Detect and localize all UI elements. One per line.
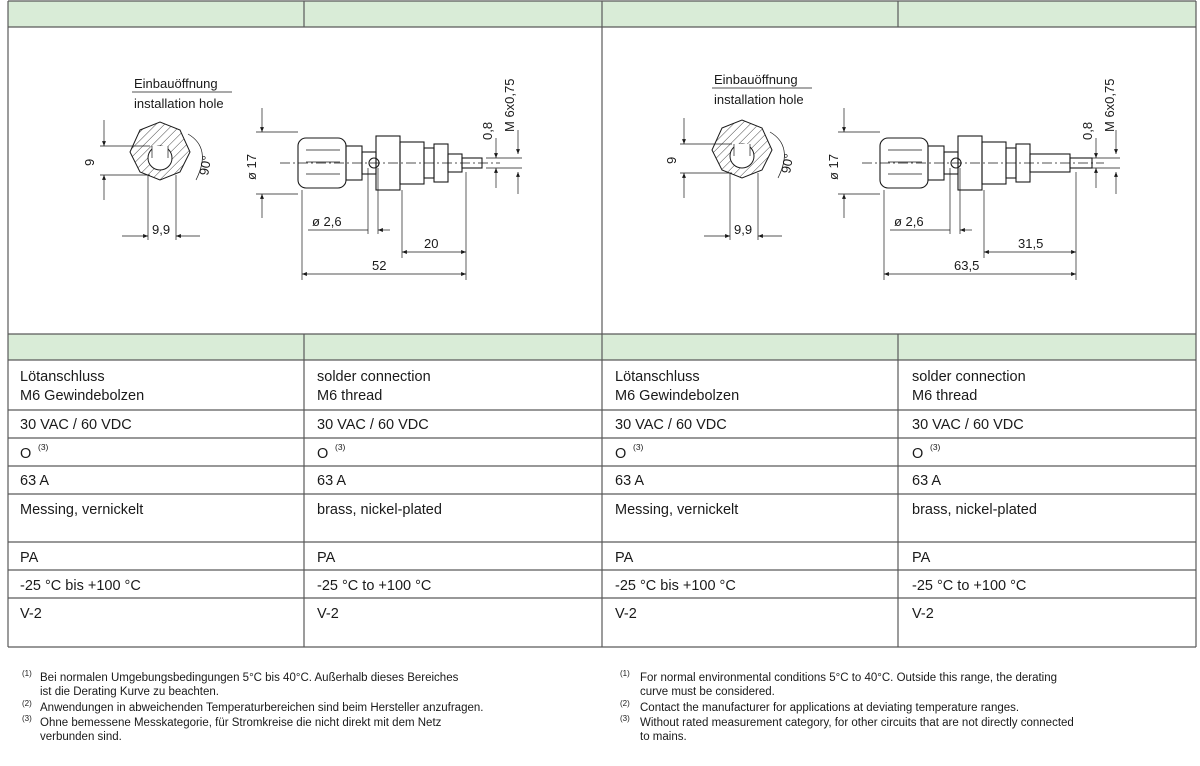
cell-voltage-en: 30 VAC / 60 VDC <box>317 417 429 433</box>
socket-side-view <box>280 135 500 191</box>
dim-thread: M 6x0,75 <box>502 79 517 132</box>
socket-side-view <box>862 135 1104 191</box>
cell-connection-en-2: M6 thread <box>317 388 382 404</box>
cell-voltage-de: 30 VAC / 60 VDC <box>615 417 727 433</box>
cell-insulation-de: PA <box>20 550 39 566</box>
footnote-number: (3) <box>620 714 630 723</box>
dim-thread-length: 20 <box>424 236 438 251</box>
dim-height: 9 <box>82 159 97 166</box>
cell-flammability-en: V-2 <box>317 606 339 622</box>
cell-connection-de-2: M6 Gewindebolzen <box>615 388 739 404</box>
cell-temperature-de: -25 °C bis +100 °C <box>20 578 141 594</box>
dim-angle: 90° <box>778 153 796 175</box>
footnote-number: (2) <box>22 699 32 708</box>
cell-category-de: O <box>615 446 626 462</box>
cell-category-de: O <box>20 446 31 462</box>
cell-category-en-sup: (3) <box>930 442 941 452</box>
footnote-line: Contact the manufacturer for application… <box>640 702 1019 714</box>
cell-insulation-de: PA <box>615 550 634 566</box>
cell-connection-de: Lötanschluss <box>615 369 700 385</box>
footnote-line: Bei normalen Umgebungsbedingungen 5°C bi… <box>40 672 459 684</box>
footnote-line: curve must be considered. <box>640 686 775 698</box>
cell-voltage-en: 30 VAC / 60 VDC <box>912 417 1024 433</box>
dim-wire: 0,8 <box>1080 122 1095 140</box>
installation-hole-shape <box>129 121 191 181</box>
dim-diameter: ø 17 <box>244 154 259 180</box>
cell-temperature-en: -25 °C to +100 °C <box>317 578 431 594</box>
footnote-line: Without rated measurement category, for … <box>640 717 1074 729</box>
installation-hole-shape <box>711 119 773 179</box>
footnote-number: (1) <box>620 669 630 678</box>
cell-temperature-en: -25 °C to +100 °C <box>912 578 1026 594</box>
cell-current-de: 63 A <box>615 473 644 489</box>
footnotes-en: (1) For normal environmental conditions … <box>620 669 1074 743</box>
dim-width: 9,9 <box>152 222 170 237</box>
cell-insulation-en: PA <box>317 550 336 566</box>
cell-material-en: brass, nickel-plated <box>317 502 442 518</box>
footnotes-de: (1) Bei normalen Umgebungsbedingungen 5°… <box>22 669 483 743</box>
cell-material-en: brass, nickel-plated <box>912 502 1037 518</box>
installation-hole-label-en: installation hole <box>714 92 804 107</box>
cell-material-de: Messing, vernickelt <box>20 502 143 518</box>
dim-thread-length: 31,5 <box>1018 236 1043 251</box>
cell-connection-en: solder connection <box>317 369 431 385</box>
dim-height: 9 <box>664 157 679 164</box>
footnote-line: Anwendungen in abweichenden Temperaturbe… <box>40 702 483 714</box>
footnote-line: ist die Derating Kurve zu beachten. <box>40 686 219 698</box>
cell-insulation-en: PA <box>912 550 931 566</box>
cell-current-en: 63 A <box>912 473 941 489</box>
cell-temperature-de: -25 °C bis +100 °C <box>615 578 736 594</box>
cell-connection-de-2: M6 Gewindebolzen <box>20 388 144 404</box>
cell-category-en: O <box>912 446 923 462</box>
cell-current-de: 63 A <box>20 473 49 489</box>
table-grid <box>7 1 1197 648</box>
dim-total-length: 52 <box>372 258 386 273</box>
installation-hole-label-de: Einbauöffnung <box>134 76 218 91</box>
cell-connection-de: Lötanschluss <box>20 369 105 385</box>
cell-current-en: 63 A <box>317 473 346 489</box>
cell-flammability-en: V-2 <box>912 606 934 622</box>
cell-connection-en-2: M6 thread <box>912 388 977 404</box>
cell-connection-en: solder connection <box>912 369 1026 385</box>
technical-drawing-left: Einbauöffnung installation hole 9 90° 9,… <box>82 76 522 280</box>
cell-flammability-de: V-2 <box>20 606 42 622</box>
cell-category-de-sup: (3) <box>633 442 644 452</box>
footnote-number: (2) <box>620 699 630 708</box>
cell-voltage-de: 30 VAC / 60 VDC <box>20 417 132 433</box>
footnote-line: verbunden sind. <box>40 731 122 743</box>
cell-category-en: O <box>317 446 328 462</box>
footnote-line: to mains. <box>640 731 687 743</box>
footnote-number: (3) <box>22 714 32 723</box>
technical-drawing-right: Einbauöffnung installation hole 9 90° 9,… <box>664 72 1120 280</box>
dim-thread: M 6x0,75 <box>1102 79 1117 132</box>
dim-pin-diameter: ø 2,6 <box>312 214 342 229</box>
footnote-line: Ohne bemessene Messkategorie, für Stromk… <box>40 717 442 729</box>
cell-material-de: Messing, vernickelt <box>615 502 738 518</box>
dim-wire: 0,8 <box>480 122 495 140</box>
dim-pin-diameter: ø 2,6 <box>894 214 924 229</box>
spec-table: Lötanschluss M6 Gewindebolzen solder con… <box>20 369 1037 622</box>
cell-flammability-de: V-2 <box>615 606 637 622</box>
footnote-line: For normal environmental conditions 5°C … <box>640 672 1057 684</box>
installation-hole-label-en: installation hole <box>134 96 224 111</box>
dim-diameter: ø 17 <box>826 154 841 180</box>
installation-hole-label-de: Einbauöffnung <box>714 72 798 87</box>
cell-category-en-sup: (3) <box>335 442 346 452</box>
cell-category-de-sup: (3) <box>38 442 49 452</box>
dim-total-length: 63,5 <box>954 258 979 273</box>
dim-width: 9,9 <box>734 222 752 237</box>
footnote-number: (1) <box>22 669 32 678</box>
dim-angle: 90° <box>196 155 214 177</box>
